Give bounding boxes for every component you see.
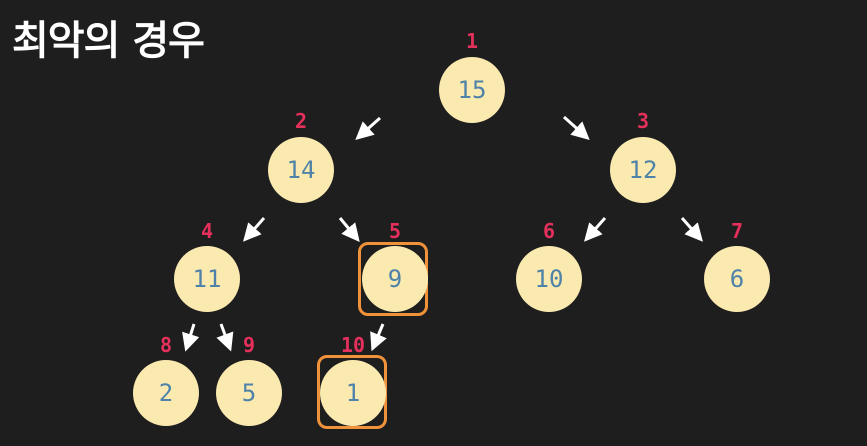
arrow-1-to-2 [355,116,381,140]
node-index-label: 7 [730,219,744,243]
heap-node: 10 [516,246,582,312]
arrow-4-to-9 [216,323,234,352]
heap-node: 9 [362,246,428,312]
arrow-3-to-6 [584,217,607,242]
node-index-label: 4 [200,219,214,243]
heap-node: 15 [439,57,505,123]
arrow-5-to-10 [370,323,387,352]
arrow-3-to-7 [680,217,703,242]
heap-node: 14 [268,137,334,203]
heap-node: 11 [174,246,240,312]
node-index-label: 1 [465,29,479,53]
node-index-label: 8 [159,333,173,357]
node-index-label: 9 [242,333,256,357]
heap-node: 2 [133,360,199,426]
node-index-label: 6 [542,219,556,243]
node-index-label: 5 [388,219,402,243]
node-index-label: 3 [636,109,650,133]
arrow-1-to-3 [562,115,590,141]
heap-node: 1 [320,360,386,426]
arrow-4-to-8 [182,323,200,352]
node-index-label: 2 [294,109,308,133]
arrow-2-to-5 [338,217,360,242]
arrow-2-to-4 [243,217,266,242]
heap-node: 6 [704,246,770,312]
node-index-label: 10 [340,333,366,357]
page-title: 최악의 경우 [12,18,205,64]
heap-node: 5 [216,360,282,426]
heap-node: 12 [610,137,676,203]
